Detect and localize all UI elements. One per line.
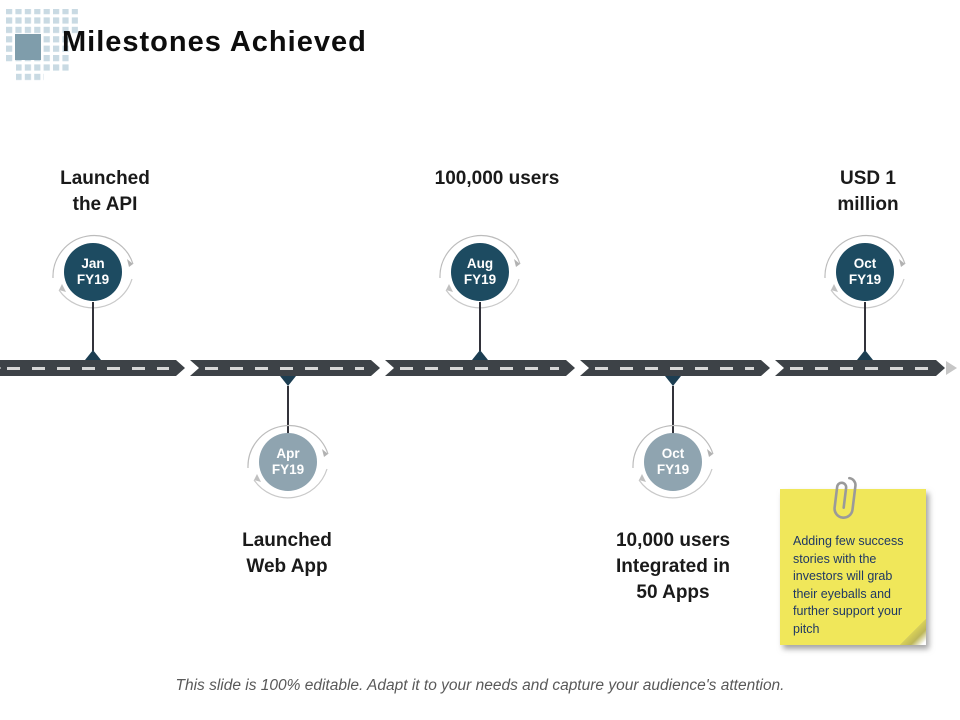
road-segment — [0, 360, 185, 376]
road-pin — [280, 376, 296, 386]
road-segment — [775, 360, 945, 376]
road-pin — [857, 350, 873, 360]
connector-line — [92, 302, 94, 351]
pixel-grid-logo — [4, 6, 84, 86]
milestone-label-10k-users: 10,000 users Integrated in 50 Apps — [615, 530, 731, 603]
paperclip-icon — [833, 476, 857, 519]
connector-line — [479, 302, 481, 351]
road-dashes — [595, 367, 754, 370]
road-segment — [385, 360, 575, 376]
sticky-note: Adding few success stories with the inve… — [780, 489, 926, 645]
road-pin — [665, 376, 681, 386]
milestone-date-badge: Aug FY19 — [451, 243, 509, 301]
circular-arrows-icon — [632, 424, 714, 499]
milestone-date-badge: Oct FY19 — [836, 243, 894, 301]
road-segment — [190, 360, 380, 376]
road-end-arrow-icon — [946, 361, 957, 375]
circular-arrows-icon — [247, 424, 329, 499]
milestone-date-badge: Jan FY19 — [64, 243, 122, 301]
timeline-road — [0, 360, 960, 376]
road-dashes — [7, 367, 169, 370]
circular-arrows-icon — [824, 234, 906, 309]
road-pin — [472, 350, 488, 360]
road-dashes — [790, 367, 929, 370]
milestone-label-100k-users: 100,000 users — [434, 168, 560, 189]
milestone-date-badge: Apr FY19 — [259, 433, 317, 491]
circular-arrows-icon — [439, 234, 521, 309]
road-dashes — [400, 367, 559, 370]
page-title: Milestones Achieved — [62, 26, 367, 58]
sticky-note-paper — [780, 489, 926, 645]
sticky-note-text: Adding few success stories with the inve… — [793, 534, 904, 636]
milestone-label-launched-api: Launched the API — [60, 168, 150, 215]
footer-note: This slide is 100% editable. Adapt it to… — [175, 677, 785, 694]
road-dashes — [205, 367, 364, 370]
circular-arrows-icon — [52, 234, 134, 309]
connector-line — [672, 386, 674, 434]
connector-line — [287, 386, 289, 434]
road-pin — [85, 350, 101, 360]
connector-line — [864, 302, 866, 351]
milestone-label-web-app: Launched Web App — [242, 530, 332, 577]
road-segment — [580, 360, 770, 376]
milestone-label-usd-1m: USD 1 million — [837, 168, 899, 215]
milestone-date-badge: Oct FY19 — [644, 433, 702, 491]
